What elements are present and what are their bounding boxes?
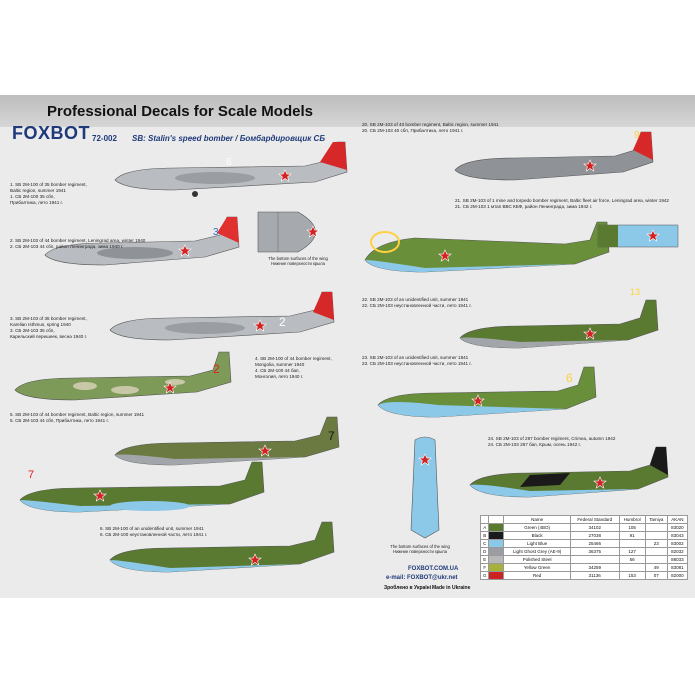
tail-number: 2 — [213, 362, 220, 376]
website: FOXBOT.COM.UA — [408, 566, 459, 572]
caption-20: 20. SB 2M-103 of 40 bomber regiment, Bal… — [362, 122, 499, 133]
caption-23: 23. SB 2M-103 of an unidentified unit, s… — [362, 355, 472, 366]
caption-22: 22. SB 2M-103 of an unidentified unit, s… — [362, 297, 472, 308]
caption-21: 21. SB 2M-103 of 1 mine and torpedo bomb… — [455, 198, 669, 209]
brand-logo: FOXBOT — [12, 123, 90, 143]
caption-2: 2. SB 2M-103 of 44 bomber regiment, Leni… — [10, 238, 146, 249]
profile-24 — [469, 446, 669, 498]
profile-6b — [109, 521, 335, 573]
header-band — [0, 95, 695, 127]
wing-bottom-view-2 — [597, 224, 679, 248]
color-swatch — [488, 531, 505, 540]
profile-4 — [14, 351, 232, 401]
email: e-mail: FOXBOT@ukr.net — [386, 575, 458, 581]
profile-22 — [459, 299, 659, 349]
color-swatch — [488, 547, 505, 556]
caption-3: 3. SB 2M-103 of 35 bomber regiment,Karel… — [10, 316, 87, 339]
product-subtitle: SB: Stalin's speed bomber / Бомбардировщ… — [132, 134, 325, 143]
header-title: Professional Decals for Scale Models — [47, 103, 313, 120]
wing-bottom-view — [257, 211, 320, 253]
made-in-en: Made in Ukraine — [432, 585, 471, 591]
product-code: 72-002 — [92, 134, 117, 143]
caption-6: 6. SB 2M-100 of an unidentified unit, su… — [100, 526, 208, 537]
tail-number: 6 — [226, 157, 232, 168]
tail-number: 3 — [213, 227, 219, 238]
profile-6a — [19, 461, 265, 513]
paint-table: Name Federal Standard Humbrol Tamiya AKA… — [479, 515, 689, 580]
paint-table-header: Name Federal Standard Humbrol Tamiya AKA… — [479, 515, 689, 524]
tail-number: 2 — [279, 315, 286, 329]
profile-20 — [454, 131, 654, 181]
tail-number: 7 — [328, 429, 335, 443]
color-swatch — [488, 571, 505, 580]
tail-number: 13 — [630, 287, 640, 297]
color-swatch — [488, 539, 505, 548]
caption-1: 1. SB 2M-100 of 35 bomber regiment,Balti… — [10, 182, 87, 205]
profile-5 — [114, 416, 340, 466]
made-in-ua: Зроблено в Україні — [384, 585, 432, 591]
profile-2 — [44, 216, 240, 266]
profile-1 — [114, 141, 348, 197]
profile-3 — [109, 291, 335, 341]
color-swatch — [488, 563, 505, 572]
underside-view — [410, 436, 440, 539]
tail-number: 7 — [28, 469, 34, 481]
profile-23 — [377, 366, 597, 418]
color-swatch — [488, 523, 505, 532]
color-swatch — [488, 555, 505, 564]
caption-24: 24. SB 2M-103 of 287 bomber regiment, Cr… — [488, 436, 616, 447]
caption-4: 4. SB 2M-100 of 44 bomber regiment,Mongo… — [255, 356, 332, 379]
tail-number: 6 — [566, 371, 573, 385]
caption-5: 5. SB 2M-103 of 44 bomber regiment, Balt… — [10, 412, 145, 423]
profile-21 — [364, 221, 610, 273]
tail-number: 9 — [634, 130, 640, 141]
profile-1-text: 6 — [226, 157, 232, 168]
